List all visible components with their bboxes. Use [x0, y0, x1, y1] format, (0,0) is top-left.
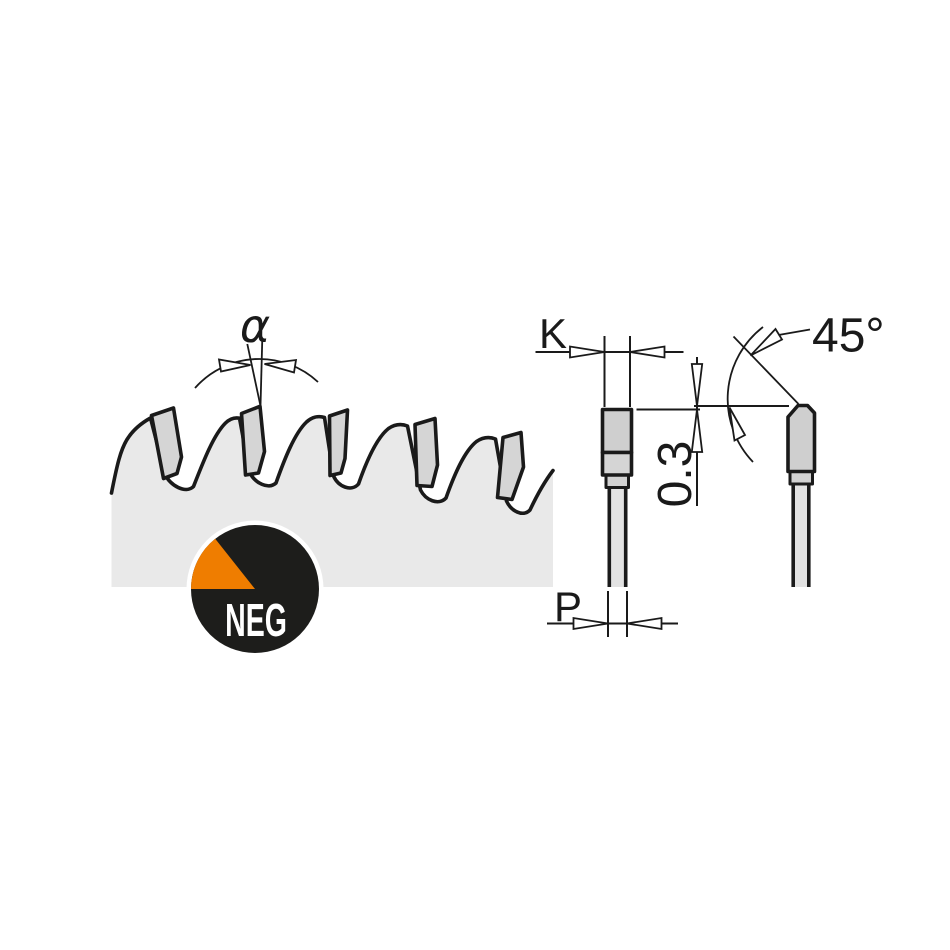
chamfer-tooth-seat-block: [788, 470, 814, 486]
carbide-tip-5: [495, 430, 526, 502]
chamfer-angle-arc: [726, 326, 764, 463]
cross-section-plate: [608, 487, 627, 587]
cross-section-braze-block: [600, 450, 634, 477]
kerf-label: K: [539, 310, 567, 357]
neg-badge: NEG: [186, 520, 324, 658]
cross-section-seat-block: [604, 473, 630, 489]
kerf-arrowhead-left: [569, 345, 605, 359]
carbide-tip-3: [327, 408, 350, 478]
cross-section-carbide-block: [600, 407, 634, 455]
hook-angle-arc: [194, 358, 319, 389]
height-offset-label: 0.3: [649, 441, 702, 508]
blade-profile-view: [109, 404, 555, 587]
plate-arrowhead-left: [572, 616, 609, 631]
chamfer-tooth-tip: [786, 403, 817, 474]
tooth-cross-section-view: [600, 407, 634, 587]
offset-arrowhead-up: [690, 409, 704, 453]
carbide-tip-1: [149, 406, 184, 481]
hook-angle-arrowhead-left: [217, 358, 251, 373]
height-offset-dimension: 0.3: [636, 357, 789, 508]
chamfer-angle-label: 45°: [812, 310, 885, 363]
kerf-dimension: K: [535, 310, 684, 407]
chamfer-tooth-plate: [792, 484, 810, 587]
offset-arrowhead-down: [690, 363, 704, 407]
chamfer-arrowhead-lower: [728, 407, 747, 442]
kerf-arrowhead-right: [629, 345, 666, 359]
chamfer-angle-leader-line: [778, 328, 811, 336]
plate-label: P: [554, 583, 582, 630]
hook-angle-radial-line: [259, 338, 264, 407]
hook-angle-label: α: [240, 299, 270, 353]
hook-angle-face-line: [246, 343, 262, 407]
plate-arrowhead-right: [626, 616, 663, 631]
hook-angle-dimension: α: [194, 299, 319, 407]
plate-dimension: P: [547, 583, 678, 637]
chamfer-tooth-side-view: [786, 403, 817, 587]
carbide-tip-2: [239, 404, 267, 477]
chamfer-angle-dimension: 45°: [726, 310, 885, 463]
hook-angle-arrowhead-right: [264, 358, 298, 374]
neg-badge-label: NEG: [225, 595, 287, 647]
carbide-tip-4: [413, 416, 440, 489]
neg-badge-orange-wedge: [190, 538, 255, 589]
